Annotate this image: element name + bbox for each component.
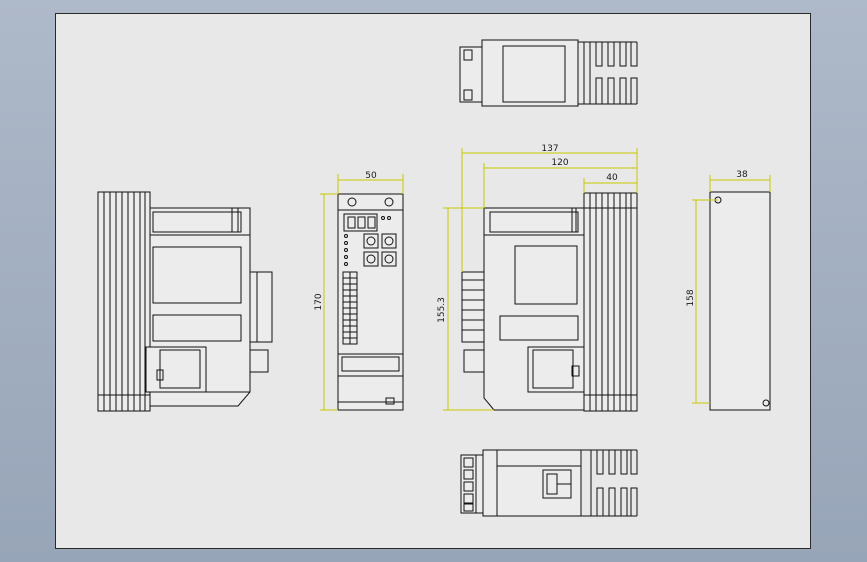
side-dimensions: 137 120 40 155.3 — [437, 144, 638, 411]
front-dimensions: 50 170 — [314, 171, 404, 411]
side-heatsink-width-label: 40 — [606, 173, 618, 183]
right-width-label: 38 — [736, 170, 748, 180]
front-width-label: 50 — [365, 171, 377, 181]
side-total-width-label: 137 — [541, 144, 558, 154]
left-view — [97, 191, 273, 412]
right-view — [709, 191, 771, 411]
front-view — [337, 193, 404, 411]
side-height-label: 155.3 — [437, 297, 447, 323]
right-height-label: 158 — [686, 289, 696, 306]
bottom-view — [460, 449, 638, 517]
side-view — [461, 192, 638, 412]
top-view — [459, 39, 638, 107]
front-height-label: 170 — [314, 293, 324, 310]
side-body-width-label: 120 — [551, 158, 568, 168]
right-dimensions: 38 158 — [686, 170, 771, 404]
